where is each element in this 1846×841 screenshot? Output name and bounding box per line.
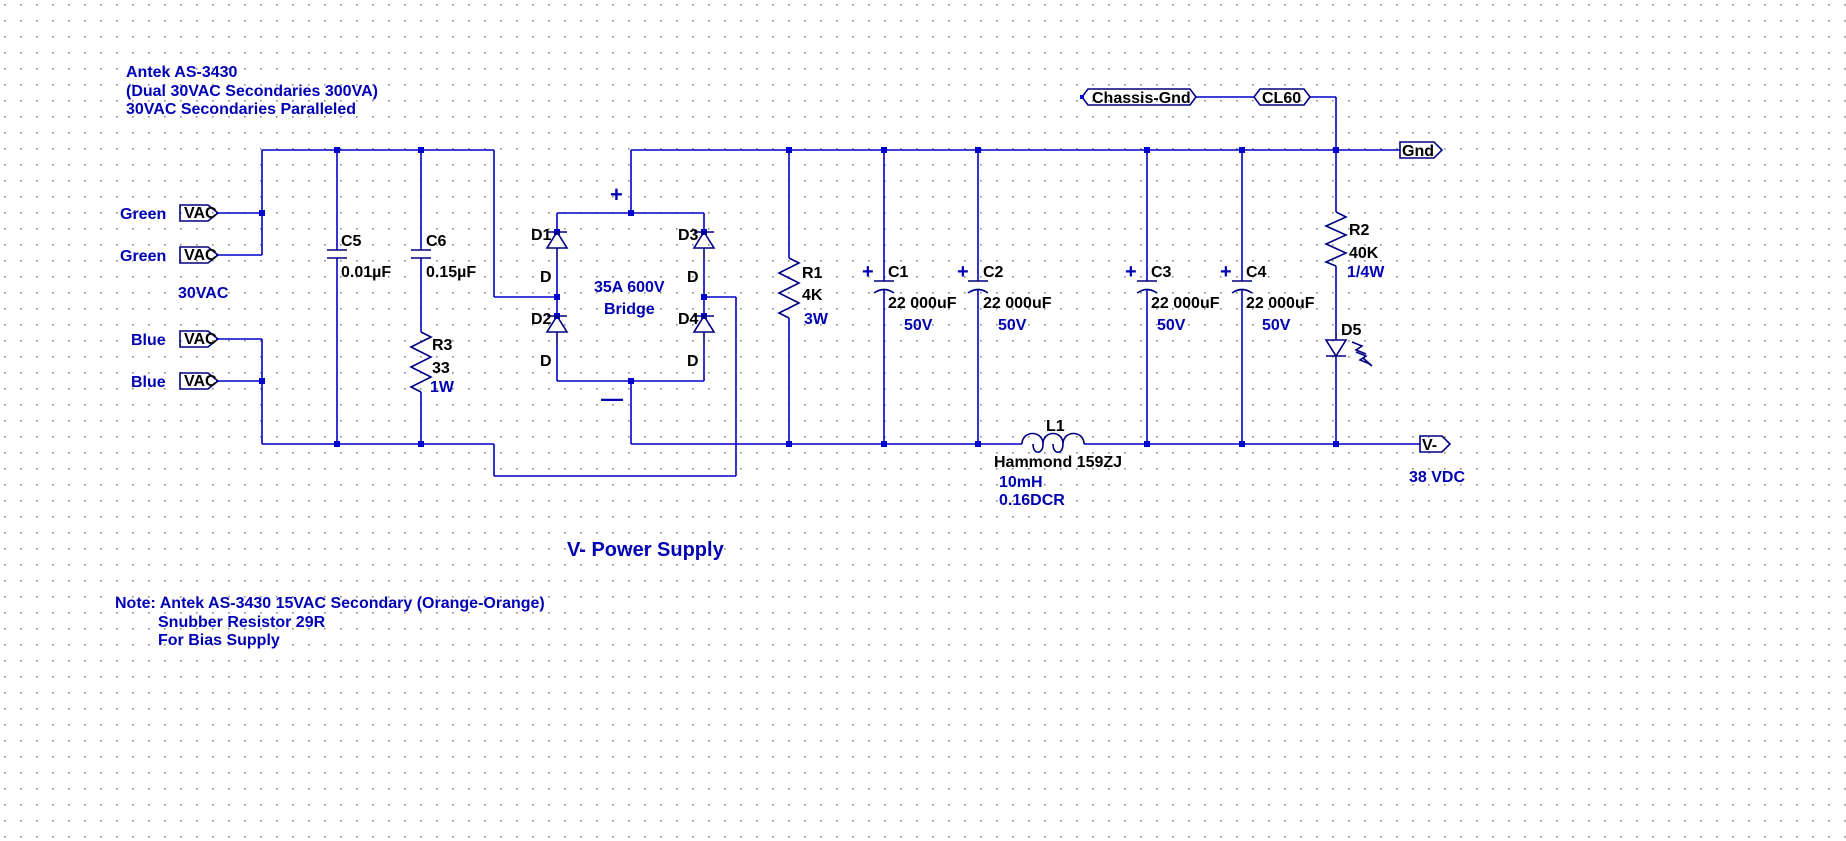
diode-d2[interactable]: D2 D <box>531 311 569 370</box>
capacitor-c4[interactable]: + C4 22 000uF 50V <box>1220 261 1315 334</box>
resistor-r1[interactable]: R1 4K 3W <box>777 257 829 328</box>
r1-value: 4K <box>802 287 823 304</box>
c5-value: 0.01µF <box>341 264 391 281</box>
svg-text:Snubber Resistor 29R: Snubber Resistor 29R <box>158 614 326 631</box>
c5-ref: C5 <box>341 233 362 250</box>
r1-ref: R1 <box>802 265 823 282</box>
c2-voltage: 50V <box>998 317 1027 334</box>
cl60-label: CL60 <box>1262 90 1301 107</box>
diode-d4[interactable]: D4 D <box>678 311 716 370</box>
input-port-green-2[interactable]: VAC Green <box>120 246 220 265</box>
gnd-label: Gnd <box>1402 143 1434 160</box>
port-label: VAC <box>184 247 217 264</box>
d1-ref: D1 <box>531 227 552 244</box>
r2-ref: R2 <box>1349 222 1370 239</box>
input-port-blue-1[interactable]: VAC Blue <box>131 330 220 349</box>
svg-text:(Dual 30VAC Secondaries 300VA): (Dual 30VAC Secondaries 300VA) <box>126 83 378 100</box>
c1-ref: C1 <box>888 264 909 281</box>
resistor-r3[interactable]: R3 33 1W <box>409 331 455 396</box>
capacitor-c3[interactable]: + C3 22 000uF 50V <box>1125 261 1220 334</box>
c3-ref: C3 <box>1151 264 1172 281</box>
resistor-r2[interactable]: R2 40K 1/4W <box>1323 211 1385 281</box>
c6-value: 0.15µF <box>426 264 476 281</box>
c4-plus: + <box>1220 261 1232 283</box>
c1-plus: + <box>862 261 874 283</box>
c4-voltage: 50V <box>1262 317 1291 334</box>
svg-text:Bridge: Bridge <box>604 301 655 318</box>
capacitor-c6[interactable]: C6 0.15µF <box>411 233 476 281</box>
diode-d3[interactable]: D3 D <box>678 227 716 286</box>
r2-value: 40K <box>1349 245 1379 262</box>
thermistor-cl60[interactable]: CL60 <box>1253 88 1311 107</box>
r3-ref: R3 <box>432 337 453 354</box>
svg-text:For Bias Supply: For Bias Supply <box>158 632 280 649</box>
l1-value: 10mH <box>999 474 1043 491</box>
chassis-gnd-label: Chassis-Gnd <box>1092 90 1191 107</box>
c3-voltage: 50V <box>1157 317 1186 334</box>
c1-voltage: 50V <box>904 317 933 334</box>
l1-model: Hammond 159ZJ <box>994 454 1122 471</box>
diagram-title: V- Power Supply <box>567 539 725 561</box>
c3-plus: + <box>1125 261 1137 283</box>
r3-value: 33 <box>432 360 450 377</box>
c3-value: 22 000uF <box>1151 295 1220 312</box>
port-label: VAC <box>184 373 217 390</box>
d2-ref: D2 <box>531 311 552 328</box>
d3-model: D <box>687 269 699 286</box>
c6-ref: C6 <box>426 233 447 250</box>
svg-text:30VAC Secondaries Paralleled: 30VAC Secondaries Paralleled <box>126 101 356 118</box>
input-port-blue-2[interactable]: VAC Blue <box>131 372 220 391</box>
c2-plus: + <box>957 261 969 283</box>
r2-power: 1/4W <box>1347 264 1385 281</box>
vac-rating-label: 30VAC <box>178 285 229 302</box>
bridge-plus: + <box>610 182 623 207</box>
capacitor-c1[interactable]: + C1 22 000uF 50V <box>862 261 957 334</box>
l1-dcr: 0.16DCR <box>999 492 1065 509</box>
c2-value: 22 000uF <box>983 295 1052 312</box>
c2-ref: C2 <box>983 264 1004 281</box>
gnd-port[interactable]: Gnd <box>1399 141 1444 160</box>
c1-value: 22 000uF <box>888 295 957 312</box>
r3-power: 1W <box>430 379 455 396</box>
wire-label: Blue <box>131 374 166 391</box>
footnote: Note: Antek AS-3430 15VAC Secondary (Ora… <box>115 595 545 649</box>
capacitor-c2[interactable]: + C2 22 000uF 50V <box>957 261 1052 334</box>
output-voltage-label: 38 VDC <box>1409 469 1465 486</box>
svg-text:Note: Antek AS-3430 15VAC Seco: Note: Antek AS-3430 15VAC Secondary (Ora… <box>115 595 545 612</box>
diode-d1[interactable]: D1 D <box>531 227 569 286</box>
led-d5[interactable]: D5 <box>1324 322 1373 367</box>
d1-model: D <box>540 269 552 286</box>
vminus-label: V- <box>1422 437 1437 454</box>
input-port-green-1[interactable]: VAC Green <box>120 204 220 223</box>
d4-ref: D4 <box>678 311 699 328</box>
l1-ref: L1 <box>1046 418 1065 435</box>
c4-value: 22 000uF <box>1246 295 1315 312</box>
transformer-note: Antek AS-3430 (Dual 30VAC Secondaries 30… <box>126 64 378 118</box>
port-label: VAC <box>184 205 217 222</box>
capacitor-c5[interactable]: C5 0.01µF <box>327 233 391 281</box>
r1-power: 3W <box>804 311 829 328</box>
d4-model: D <box>687 353 699 370</box>
wires <box>216 96 1420 477</box>
chassis-gnd-port[interactable]: Chassis-Gnd <box>1080 88 1197 107</box>
port-label: VAC <box>184 331 217 348</box>
c4-ref: C4 <box>1246 264 1267 281</box>
wire-label: Green <box>120 248 166 265</box>
svg-text:Antek AS-3430: Antek AS-3430 <box>126 64 238 81</box>
d2-model: D <box>540 353 552 370</box>
d5-ref: D5 <box>1341 322 1362 339</box>
inductor-l1[interactable]: L1 Hammond 159ZJ 10mH 0.16DCR <box>994 418 1122 509</box>
wire-label: Green <box>120 206 166 223</box>
wire-label: Blue <box>131 332 166 349</box>
svg-text:35A 600V: 35A 600V <box>594 279 665 296</box>
light-emission-icon <box>1351 341 1373 367</box>
vminus-port[interactable]: V- <box>1419 435 1452 454</box>
bridge-minus: — <box>601 386 623 411</box>
d3-ref: D3 <box>678 227 699 244</box>
bridge-rectifier-label: 35A 600V Bridge <box>594 279 665 318</box>
